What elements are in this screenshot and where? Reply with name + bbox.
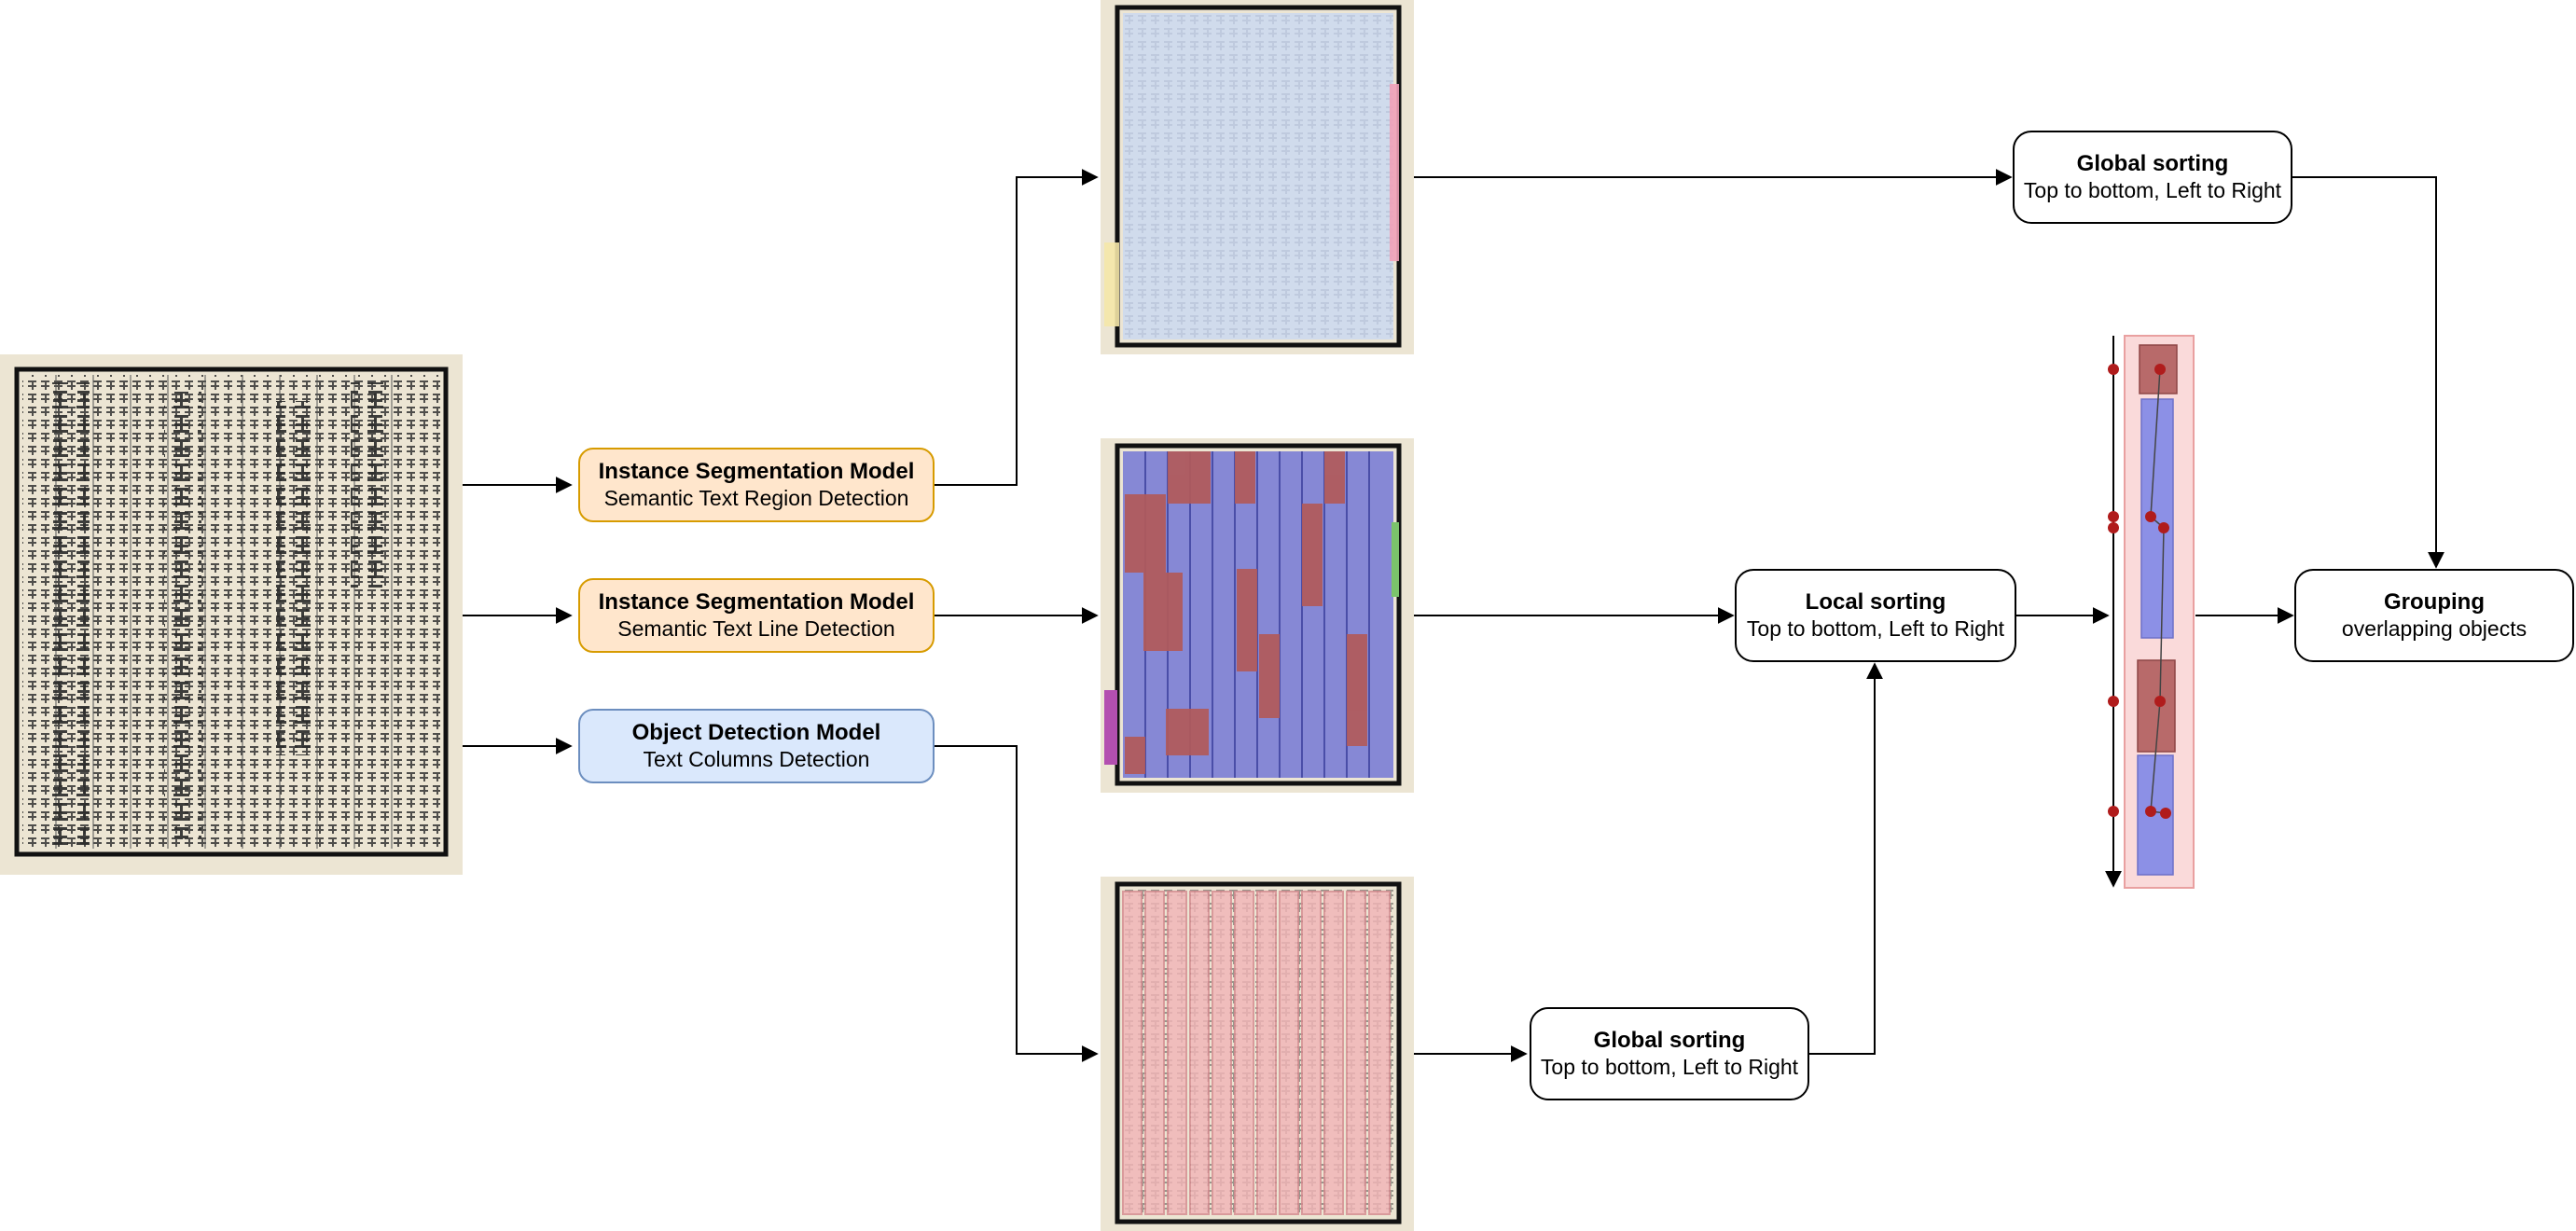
grouping-node: Grouping overlapping objects: [2294, 569, 2574, 662]
global-sort-bottom-title: Global sorting: [1593, 1028, 1746, 1053]
reading-order-illustration: [2105, 335, 2195, 889]
grouping-title: Grouping: [2384, 589, 2485, 615]
edge-global-sort-to-grouping: [2292, 176, 2444, 569]
column-detection-result-image: [1101, 877, 1414, 1231]
connectors: [463, 169, 2444, 1062]
line-model-title: Instance Segmentation Model: [598, 589, 915, 615]
local-sort-node: Local sorting Top to bottom, Left to Rig…: [1735, 569, 2016, 662]
global-sort-bottom-subtitle: Top to bottom, Left to Right: [1540, 1055, 1799, 1079]
global-sort-bottom-node: Global sorting Top to bottom, Left to Ri…: [1530, 1007, 1809, 1100]
local-sort-subtitle: Top to bottom, Left to Right: [1746, 616, 2005, 641]
edge-global-sort-to-local-sort: [1809, 662, 1883, 1055]
input-page-image: [0, 354, 463, 875]
local-sort-title: Local sorting: [1805, 589, 1946, 615]
region-model-subtitle: Semantic Text Region Detection: [603, 486, 909, 510]
global-sort-top-title: Global sorting: [2076, 151, 2229, 176]
column-model-title: Object Detection Model: [631, 720, 881, 745]
column-model-subtitle: Text Columns Detection: [643, 747, 870, 771]
column-model-node: Object Detection Model Text Columns Dete…: [578, 709, 935, 783]
global-sort-top-node: Global sorting Top to bottom, Left to Ri…: [2013, 131, 2292, 224]
line-model-subtitle: Semantic Text Line Detection: [617, 616, 895, 641]
line-detection-result-image: [1101, 438, 1414, 793]
edge-column-model-to-column-image: [935, 745, 1099, 1062]
region-model-node: Instance Segmentation Model Semantic Tex…: [578, 448, 935, 522]
edge-region-model-to-region-image: [935, 169, 1099, 486]
line-model-node: Instance Segmentation Model Semantic Tex…: [578, 578, 935, 653]
region-model-title: Instance Segmentation Model: [598, 459, 915, 484]
grouping-subtitle: overlapping objects: [2341, 616, 2528, 641]
global-sort-top-subtitle: Top to bottom, Left to Right: [2023, 178, 2282, 202]
region-detection-result-image: [1101, 0, 1414, 354]
